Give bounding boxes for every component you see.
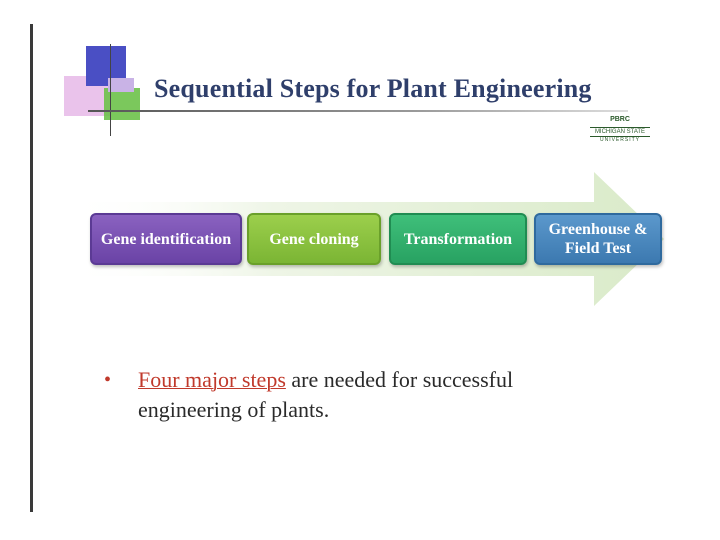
step-gene-cloning: Gene cloning bbox=[247, 213, 381, 265]
step-label: Transformation bbox=[403, 230, 513, 248]
decor-square-lavender bbox=[108, 78, 134, 92]
step-label: Gene identification bbox=[100, 230, 232, 248]
logo-msu-text: MICHIGAN STATE bbox=[590, 127, 650, 137]
decor-vertical-line bbox=[110, 44, 111, 136]
bullet-rest: are needed for successful engineering of… bbox=[138, 367, 514, 422]
step-transformation: Transformation bbox=[389, 213, 527, 265]
pbrc-msu-logo: PBRC MICHIGAN STATE UNIVERSITY bbox=[590, 116, 650, 143]
title-underline bbox=[88, 110, 628, 112]
step-label: Greenhouse & Field Test bbox=[548, 221, 648, 257]
bullet-dot-icon: • bbox=[104, 369, 112, 391]
logo-university-text: UNIVERSITY bbox=[599, 137, 640, 143]
bullet-highlight: Four major steps bbox=[138, 367, 286, 392]
slide-title: Sequential Steps for Plant Engineering bbox=[154, 74, 592, 103]
step-greenhouse-field-test: Greenhouse & Field Test bbox=[534, 213, 662, 265]
logo-pbrc-text: PBRC bbox=[610, 116, 630, 123]
left-border-line bbox=[30, 24, 33, 512]
bullet-text: Four major steps are needed for successf… bbox=[138, 365, 578, 425]
step-gene-identification: Gene identification bbox=[90, 213, 242, 265]
step-label: Gene cloning bbox=[269, 230, 359, 248]
